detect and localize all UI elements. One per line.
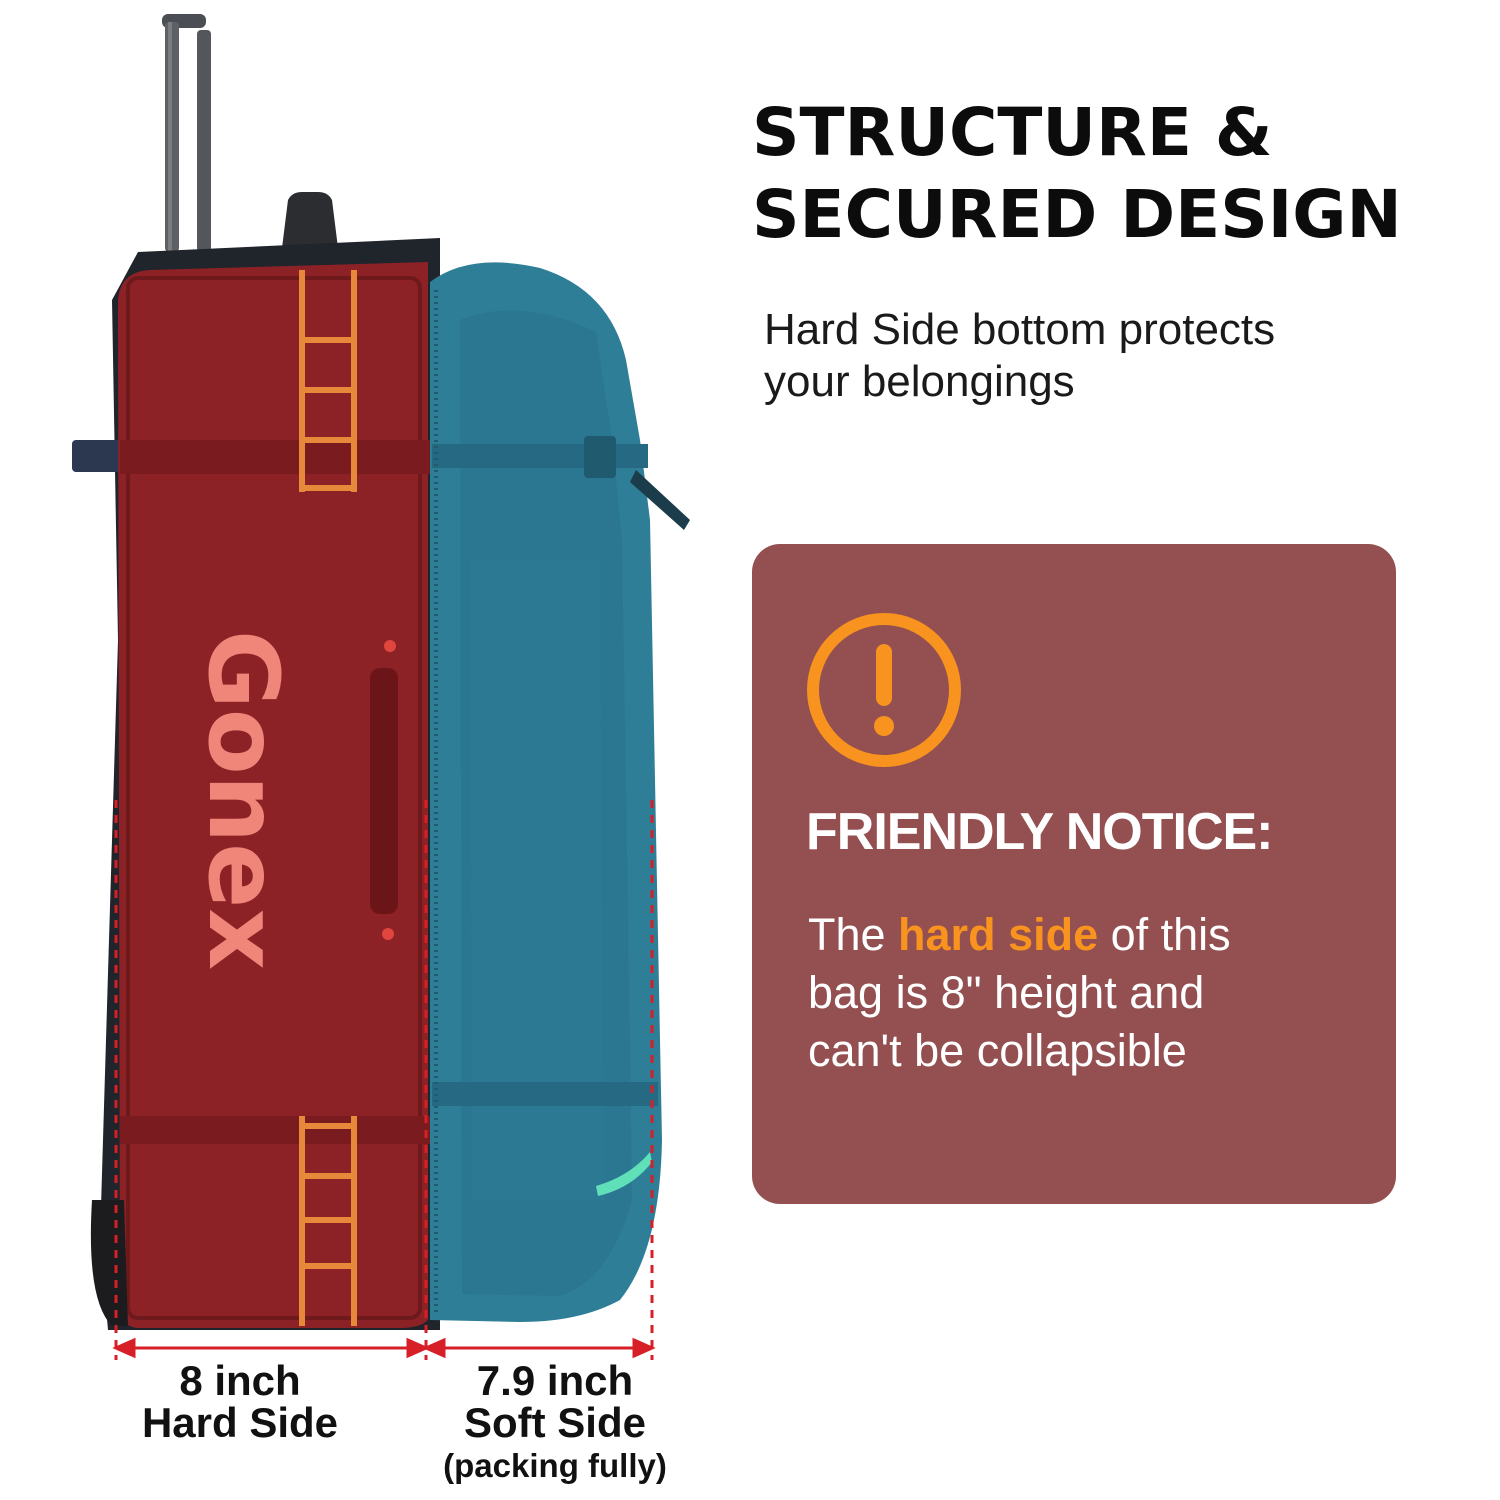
hard-side-panel: [118, 262, 428, 1328]
headline-line-2: SECURED DESIGN: [752, 176, 1402, 253]
soft-side-dimension-value: 7.9 inch: [476, 1357, 634, 1404]
hard-side-dimension-value: 8 inch: [179, 1357, 301, 1404]
subheadline-line-2: your belongings: [764, 357, 1075, 406]
top-carry-handle: [282, 192, 338, 248]
notice-body-line-3: can't be collapsible: [808, 1025, 1187, 1076]
notice-body: The hard side of this bag is 8" height a…: [808, 906, 1368, 1080]
notice-body-highlight: hard side: [898, 909, 1099, 960]
headline-line-1: STRUCTURE &: [752, 94, 1273, 171]
friendly-notice-card: FRIENDLY NOTICE: The hard side of this b…: [752, 544, 1396, 1204]
telescoping-handle: [162, 14, 211, 252]
subheadline-line-1: Hard Side bottom protects: [764, 305, 1276, 354]
ladder-strap-bottom: [299, 1116, 357, 1326]
exclamation-circle-icon: [807, 613, 961, 767]
notice-body-suffix: of this: [1098, 909, 1231, 960]
hard-side-dimension-name: Hard Side: [141, 1399, 339, 1446]
dimension-guides: [112, 800, 656, 1360]
subheadline: Hard Side bottom protects your belonging…: [764, 304, 1444, 408]
hard-side-dimension-label: 8 inch Hard Side: [120, 1360, 360, 1444]
ladder-strap-top: [299, 270, 357, 492]
notice-body-prefix: The: [808, 909, 899, 960]
duffel-bag-illustration: Gonex: [72, 14, 690, 1360]
notice-body-line-2: bag is 8" height and: [808, 967, 1205, 1018]
headline: STRUCTURE & SECURED DESIGN: [752, 92, 1472, 256]
soft-side-dimension-label: 7.9 inch Soft Side (packing fully): [410, 1360, 700, 1486]
brand-logo: Gonex: [187, 630, 299, 970]
notice-title: FRIENDLY NOTICE:: [806, 803, 1273, 861]
soft-side-dimension-note: (packing fully): [443, 1447, 667, 1484]
soft-side-dimension-name: Soft Side: [463, 1399, 646, 1446]
